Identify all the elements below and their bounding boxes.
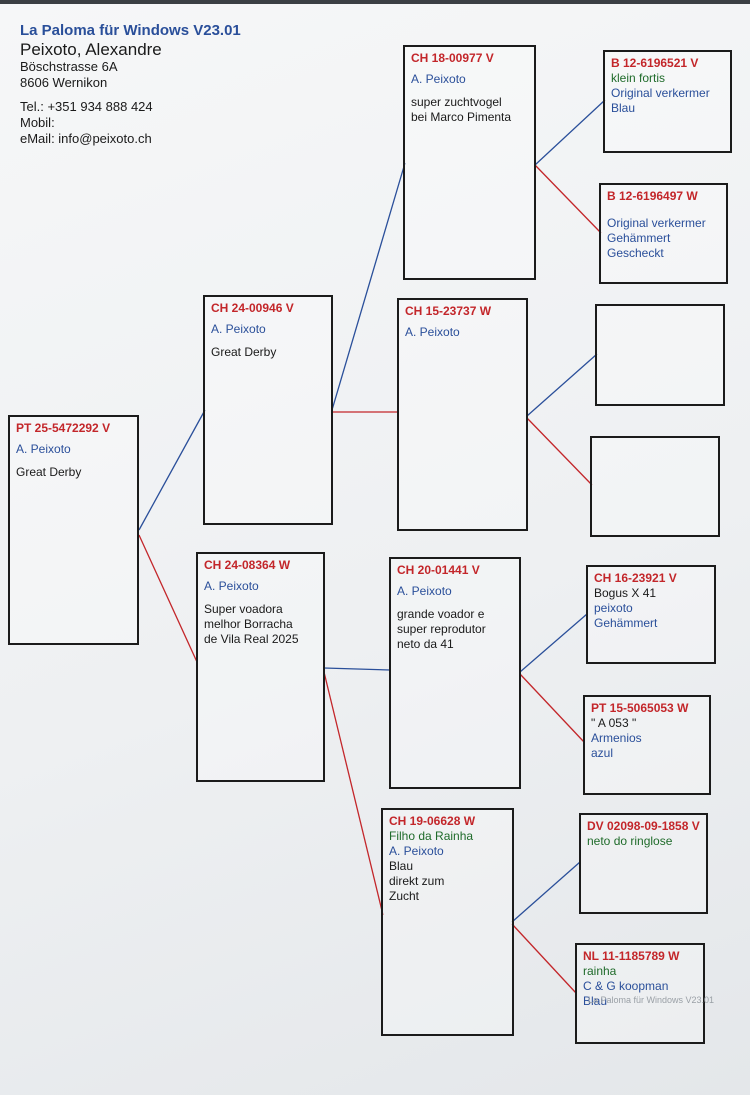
connector-sire	[138, 409, 206, 531]
ring-number: CH 19-06628 W	[389, 814, 476, 828]
sd-dam-card-empty	[590, 436, 720, 537]
breeder-name: A. Peixoto	[211, 322, 266, 336]
ss-sire-card: B 12-6196521 V klein fortis Original ver…	[603, 50, 732, 153]
dam-sire-card: CH 20-01441 V A. Peixoto grande voador e…	[389, 557, 521, 789]
connector-ds-sire	[519, 613, 588, 673]
connector-ss-sire	[534, 99, 606, 166]
ring-number: DV 02098-09-1858 V	[587, 819, 700, 833]
ds-dam-card: PT 15-5065053 W " A 053 " Armenios azul	[583, 695, 711, 795]
owner-phone: Tel.: +351 934 888 424	[20, 99, 153, 114]
dd-dam-card: NL 11-1185789 W rainha C & G koopman Bla…	[575, 943, 705, 1044]
pigeon-note: super zuchtvogel	[411, 95, 502, 109]
connector-ss-dam	[534, 164, 602, 234]
top-edge	[0, 0, 750, 4]
pigeon-color: Blau	[611, 101, 636, 115]
sire-dam-card: CH 15-23737 W A. Peixoto	[397, 298, 528, 531]
pigeon-note: Great Derby	[16, 465, 82, 479]
owner-city: 8606 Wernikon	[20, 75, 108, 90]
breeder-name: A. Peixoto	[389, 844, 444, 858]
pigeon-note: direkt zum	[389, 874, 445, 888]
ring-number: PT 25-5472292 V	[16, 421, 111, 435]
pigeon-note: Great Derby	[211, 345, 277, 359]
sire-card: CH 24-00946 V A. Peixoto Great Derby	[203, 295, 333, 525]
owner-email: eMail: info@peixoto.ch	[20, 131, 152, 146]
connector-dam-dam	[323, 671, 384, 916]
pigeon-note: Gescheckt	[607, 246, 664, 260]
ss-dam-card: B 12-6196497 W Original verkermer Gehämm…	[599, 183, 728, 284]
pigeon-note: Original verkermer	[611, 86, 710, 100]
sd-sire-card-empty	[595, 304, 725, 406]
pigeon-note: Gehämmert	[607, 231, 671, 245]
pigeon-note: bei Marco Pimenta	[411, 110, 512, 124]
software-watermark: La Paloma für Windows V23.01	[588, 995, 715, 1005]
pigeon-note: melhor Borracha	[204, 617, 293, 631]
pigeon-note: rainha	[583, 964, 617, 978]
connector-dam	[138, 534, 198, 663]
pigeon-note: Armenios	[591, 731, 642, 745]
ring-number: CH 15-23737 W	[405, 304, 492, 318]
sire-sire-card: CH 18-00977 V A. Peixoto super zuchtvoge…	[403, 45, 536, 280]
pigeon-note: Zucht	[389, 889, 420, 903]
ds-sire-card: CH 16-23921 V Bogus X 41 peixoto Gehämme…	[586, 565, 716, 664]
owner-street: Böschstrasse 6A	[20, 59, 118, 74]
sheet-header: La Paloma für Windows V23.01 Peixoto, Al…	[20, 22, 320, 147]
owner-name: Peixoto, Alexandre	[20, 40, 162, 59]
connector-sd-sire	[526, 353, 598, 417]
breeder-name: A. Peixoto	[405, 325, 460, 339]
app-title: La Paloma für Windows V23.01	[20, 22, 241, 39]
connector-ds-dam	[519, 673, 585, 743]
dd-sire-card: DV 02098-09-1858 V neto do ringlose	[579, 813, 708, 914]
dam-card: CH 24-08364 W A. Peixoto Super voadora m…	[196, 552, 325, 782]
connector-dd-sire	[511, 861, 581, 923]
ring-number: B 12-6196497 W	[607, 189, 698, 203]
subject-pigeon-card: PT 25-5472292 V A. Peixoto Great Derby	[8, 415, 139, 645]
ring-number: CH 24-00946 V	[211, 301, 294, 315]
pigeon-color: Blau	[583, 994, 608, 1008]
dam-dam-card: CH 19-06628 W Filho da Rainha A. Peixoto…	[381, 808, 514, 1036]
pigeon-note: super reprodutor	[397, 622, 486, 636]
breeder-name: A. Peixoto	[411, 72, 466, 86]
pigeon-note: grande voador e	[397, 607, 485, 621]
ring-number: NL 11-1185789 W	[583, 949, 680, 963]
connector-dd-dam	[511, 923, 577, 994]
pigeon-note: peixoto	[594, 601, 633, 615]
pigeon-note: Filho da Rainha	[389, 829, 474, 843]
pigeon-note: klein fortis	[611, 71, 666, 85]
pigeon-note: Super voadora	[204, 602, 283, 616]
connector-dam-sire	[323, 667, 391, 671]
breeder-name: A. Peixoto	[204, 579, 259, 593]
pigeon-note: Gehämmert	[594, 616, 658, 630]
pigeon-color: Blau	[389, 859, 414, 873]
ring-number: CH 20-01441 V	[397, 563, 480, 577]
pigeon-note: " A 053 "	[591, 716, 637, 730]
ring-number: B 12-6196521 V	[611, 56, 699, 70]
pigeon-note: de Vila Real 2025	[204, 632, 299, 646]
pigeon-color: azul	[591, 746, 614, 760]
ring-number: CH 16-23921 V	[594, 571, 677, 585]
pigeon-note: Original verkermer	[607, 216, 706, 230]
breeder-name: C & G koopman	[583, 979, 669, 993]
pigeon-note: Bogus X 41	[594, 586, 657, 600]
breeder-name: A. Peixoto	[16, 442, 71, 456]
ring-number: PT 15-5065053 W	[591, 701, 689, 715]
connector-sd-dam	[526, 417, 593, 486]
pigeon-note: neto da 41	[397, 637, 454, 651]
pigeon-note: neto do ringlose	[587, 834, 673, 848]
connector-sire-sire	[331, 162, 406, 411]
breeder-name: A. Peixoto	[397, 584, 452, 598]
owner-mobile: Mobil:	[20, 115, 55, 130]
ring-number: CH 24-08364 W	[204, 558, 291, 572]
ring-number: CH 18-00977 V	[411, 51, 494, 65]
